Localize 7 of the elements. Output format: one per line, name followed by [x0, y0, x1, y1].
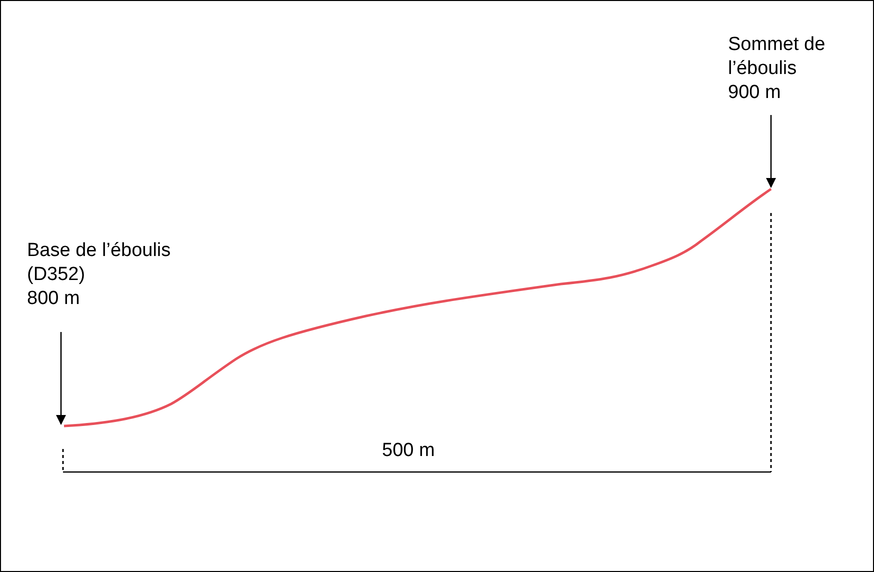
leader-line [766, 115, 776, 188]
callout-text: 800 m [27, 287, 81, 311]
callout-text: Base de l’éboulis (D352) [27, 239, 172, 287]
leader-line [56, 332, 66, 425]
callout-text: 900 m [728, 81, 782, 105]
dimension-label: 500 m [382, 440, 435, 462]
callout-text: Sommet de l’éboulis [728, 33, 826, 81]
